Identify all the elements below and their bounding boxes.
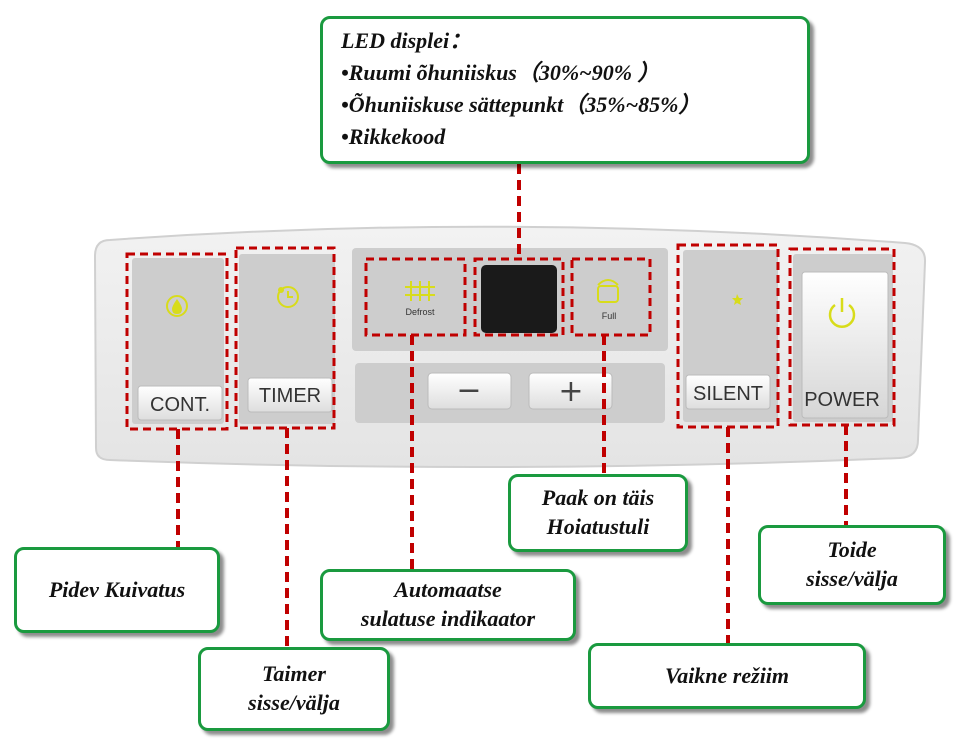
plus-symbol: +	[558, 374, 583, 409]
led-display-callout: LED displei： •Ruumi õhuniiskus（30%~90% ）…	[320, 16, 810, 164]
power-callout: Toide sisse/välja	[758, 525, 946, 605]
drop-icon	[166, 295, 188, 317]
cont-label: CONT.	[150, 394, 210, 416]
cont-recess	[132, 258, 224, 424]
power-button[interactable]: POWER	[801, 271, 889, 419]
display-highlight	[473, 257, 565, 337]
silent-button[interactable]: SILENT	[685, 374, 771, 410]
defrost-highlight	[364, 257, 467, 337]
defrost-icon	[405, 281, 435, 301]
power-icon	[828, 298, 856, 328]
plus-button[interactable]: +	[528, 372, 613, 410]
power-highlight	[788, 247, 896, 427]
silent-callout: Vaikne režiim	[588, 643, 866, 709]
power-callout-line: Toide	[827, 537, 877, 563]
timer-callout: Taimer sisse/välja	[198, 647, 390, 731]
silent-callout-text: Vaikne režiim	[664, 662, 790, 688]
cont-button[interactable]: CONT.	[137, 385, 223, 421]
defrost-callout-line: sulatuse indikaator	[360, 606, 536, 631]
silent-label: SILENT	[693, 383, 763, 405]
timer-callout-line: Taimer	[262, 661, 326, 687]
tank-full-callout-line: Hoiatustuli	[546, 514, 650, 539]
minus-symbol: −	[456, 373, 481, 408]
led-callout-title: LED displei：	[341, 28, 472, 53]
led-callout-item: •Ruumi õhuniiskus（30%~90% ）	[341, 59, 660, 85]
tank-full-callout: Paak on täis Hoiatustuli	[508, 474, 688, 552]
defrost-callout-line: Automaatse	[394, 577, 502, 603]
power-callout-line: sisse/välja	[806, 566, 898, 591]
tank-icon	[597, 279, 619, 303]
full-highlight	[570, 257, 652, 337]
timer-label: TIMER	[259, 385, 321, 407]
led-callout-item: •Rikkekood	[341, 123, 446, 149]
led-callout-item: •Õhuniiskuse sättepunkt（35%~85%）	[341, 91, 701, 117]
defrost-callout: Automaatse sulatuse indikaator	[320, 569, 576, 641]
timer-button[interactable]: TIMER	[247, 377, 333, 413]
timer-callout-line: sisse/välja	[248, 690, 340, 715]
continuous-callout: Pidev Kuivatus	[14, 547, 220, 633]
continuous-callout-text: Pidev Kuivatus	[48, 576, 186, 602]
defrost-label: Defrost	[405, 307, 435, 317]
tank-full-callout-line: Paak on täis	[541, 485, 655, 511]
timer-icon	[277, 286, 299, 308]
moon-icon	[725, 290, 743, 311]
minus-button[interactable]: −	[427, 372, 512, 410]
full-label: Full	[602, 311, 617, 321]
led-display	[481, 265, 557, 333]
power-label: POWER	[804, 389, 880, 411]
